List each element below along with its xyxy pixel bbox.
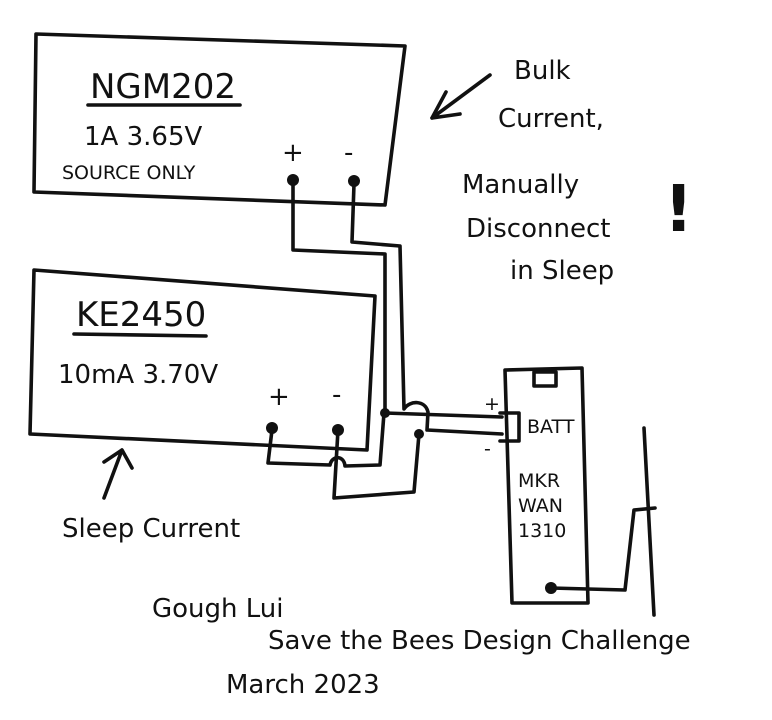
wire-ke-minus (332, 428, 421, 500)
ke-minus-terminal (332, 424, 344, 436)
sleep-current-annotation: Sleep Current (62, 514, 241, 544)
ngm-plus-terminal (287, 174, 299, 186)
antenna-pad (545, 582, 557, 594)
sleep-current-arrow (102, 448, 134, 500)
board-plus-label: + (484, 393, 500, 415)
credit-date: March 2023 (226, 670, 380, 700)
antenna-wire (549, 506, 657, 592)
ke2450-box (28, 268, 377, 452)
wire-ngm-minus (350, 182, 504, 436)
ngm202-spec-label: 1A 3.65V (84, 122, 203, 152)
board-name-line-3: 1310 (518, 520, 567, 542)
ke2450-minus-label: - (332, 380, 342, 410)
exclamation-mark: ! (664, 173, 694, 247)
board-name-line-1: MKR (518, 470, 561, 492)
batt-connector (498, 411, 521, 443)
bulk-current-arrow (430, 73, 492, 120)
ke2450-model-label: KE2450 (76, 295, 207, 335)
mkr-connector (532, 370, 558, 388)
bulk-annotation-line-1: Bulk (514, 56, 571, 86)
mkr-board-outline (503, 366, 590, 605)
manual-annotation-line-1: Manually (462, 170, 580, 200)
wire-ngm-plus (291, 181, 504, 419)
credit-event: Save the Bees Design Challenge (268, 626, 691, 656)
ngm202-mode-label: SOURCE ONLY (62, 162, 196, 184)
antenna (642, 426, 656, 617)
ke2450-plus-label: + (268, 382, 290, 412)
board-batt-label: BATT (527, 416, 575, 438)
ngm-minus-terminal (348, 175, 360, 187)
manual-annotation-line-3: in Sleep (510, 256, 615, 286)
junction-plus (380, 408, 390, 418)
ke-model-underline (72, 332, 208, 338)
ngm202-box (32, 32, 407, 207)
ngm202-plus-label: + (282, 138, 304, 168)
ngm202-minus-label: - (344, 138, 354, 168)
bulk-annotation-line-2: Current, (498, 104, 604, 134)
ngm202-model-label: NGM202 (90, 67, 237, 107)
ke2450-spec-label: 10mA 3.70V (58, 360, 219, 390)
junction-minus (414, 429, 424, 439)
ke-plus-terminal (266, 422, 278, 434)
credit-author: Gough Lui (152, 594, 284, 624)
board-minus-label: - (484, 438, 491, 460)
board-name-line-2: WAN (518, 495, 563, 517)
manual-annotation-line-2: Disconnect (466, 214, 611, 244)
